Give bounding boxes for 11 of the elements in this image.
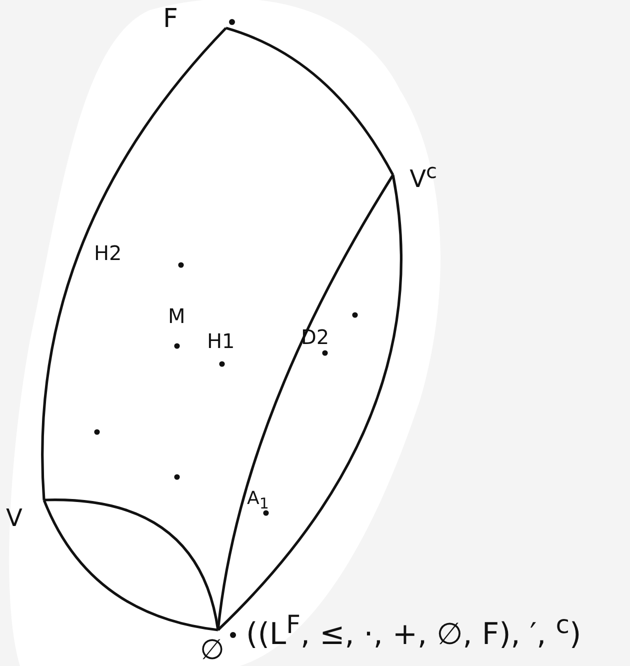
point-label: H2: [94, 243, 122, 263]
point-label: H1: [207, 331, 235, 351]
vertex-label: ∅: [200, 636, 224, 664]
vertex-label: V: [6, 506, 22, 530]
curve-edge: [41, 27, 227, 500]
vertex-label: F: [163, 6, 178, 32]
point-label: A$_{1}$: [247, 490, 269, 512]
point-label: M: [168, 306, 186, 326]
structure-formula: ((L$^{F}$, ≤, ·, +, ∅, F), ′, $^{c}$): [246, 612, 582, 650]
vertex-label: V$^{c}$: [410, 161, 437, 191]
curve-edge: [226, 26, 394, 176]
